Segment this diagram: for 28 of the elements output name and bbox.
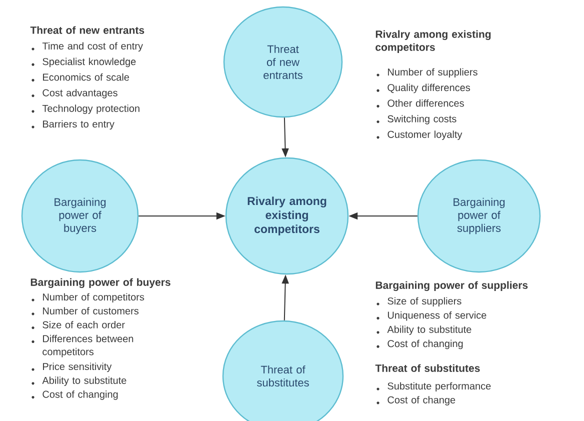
list-item: Cost of changing	[376, 340, 463, 350]
list-item: Switching costs	[376, 115, 456, 124]
list-item: Number of suppliers	[376, 68, 478, 78]
list-item: Quality differences	[376, 84, 470, 94]
list-item: Technology protection	[32, 104, 140, 114]
list-item: Customer loyalty	[376, 130, 462, 140]
heading: Threat of substitutes	[375, 364, 480, 372]
list-item: Specialist knowledge	[32, 58, 136, 68]
list-item: Ability to substitute	[32, 376, 126, 386]
list-item: Size of suppliers	[376, 297, 462, 307]
list-item: Price sensitivity	[32, 362, 112, 372]
list-item: Barriers to entry	[32, 120, 114, 130]
list-item: Differences between competitors	[32, 334, 134, 358]
heading: Threat of new entrants	[30, 26, 144, 34]
list-item: Cost of change	[376, 396, 456, 406]
list-item: Number of competitors	[32, 293, 144, 303]
list-item: Substitute performance	[376, 382, 491, 392]
list-item: Ability to substitute	[376, 326, 472, 335]
list-item: Number of customers	[32, 307, 139, 316]
list-item: Size of each order	[32, 321, 125, 330]
list-item: Cost advantages	[32, 89, 118, 98]
list-item: Other differences	[376, 99, 464, 108]
list-item: Economics of scale	[32, 73, 129, 82]
list-item: Time and cost of entry	[32, 42, 143, 52]
list-item: Cost of changing	[32, 390, 118, 400]
list-item: Uniqueness of service	[376, 311, 486, 321]
heading: Bargaining power of suppliers	[376, 281, 528, 292]
heading: Rivalry among existing competitors	[376, 30, 491, 53]
